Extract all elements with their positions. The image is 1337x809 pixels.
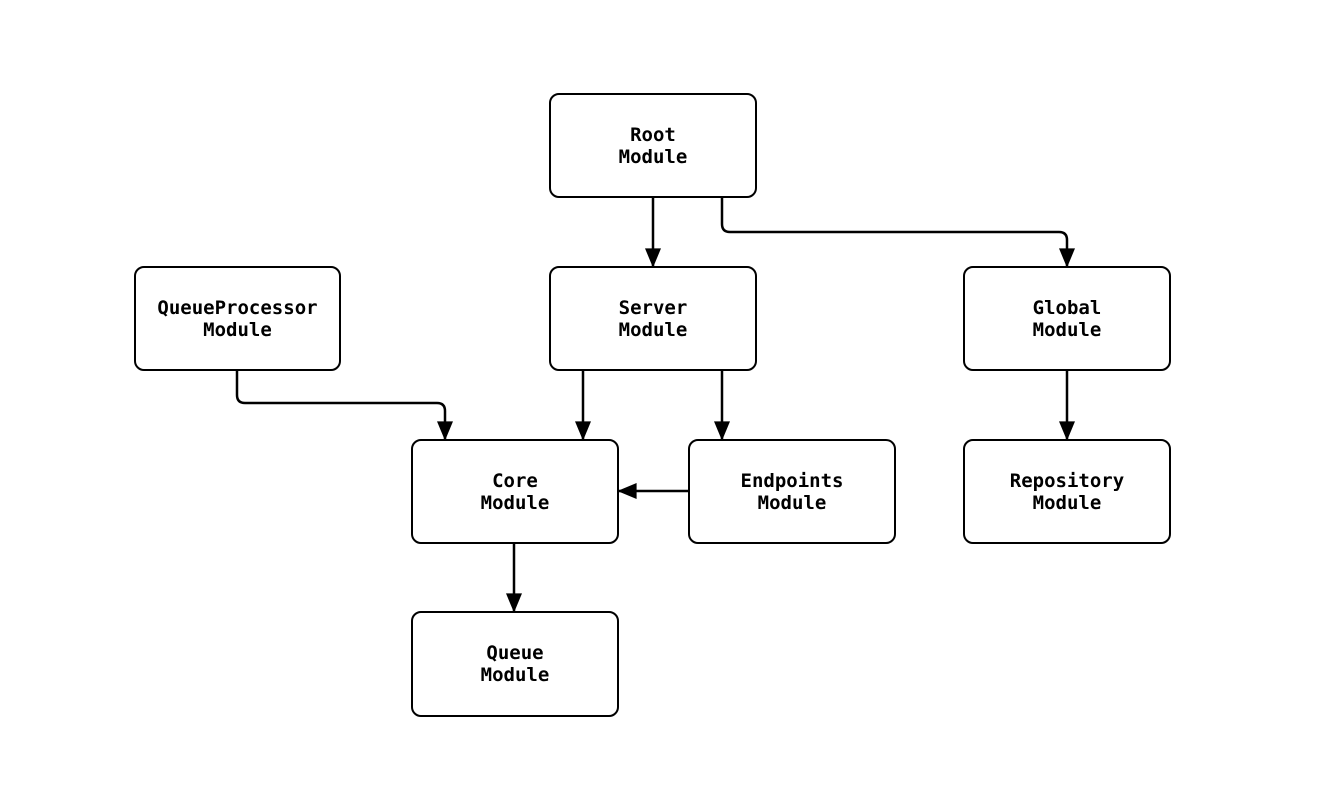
node-queue-module: Queue Module [411,611,619,717]
node-label: Server Module [618,296,688,341]
node-repository-module: Repository Module [963,439,1171,544]
node-queueprocessor-module: QueueProcessor Module [134,266,341,371]
node-label: Core Module [480,469,550,514]
node-core-module: Core Module [411,439,619,544]
node-label: Root Module [618,123,688,168]
node-label: Queue Module [480,642,550,686]
node-label: Endpoints Module [740,469,844,514]
node-root-module: Root Module [549,93,757,198]
node-label: QueueProcessor Module [157,296,318,341]
edge-queueprocessor-to-core [235,371,453,441]
node-endpoints-module: Endpoints Module [688,439,896,544]
edge-root-to-global [720,198,1075,268]
node-label: Repository Module [1009,469,1125,514]
node-global-module: Global Module [963,266,1171,371]
node-label: Global Module [1032,296,1102,341]
node-server-module: Server Module [549,266,757,371]
